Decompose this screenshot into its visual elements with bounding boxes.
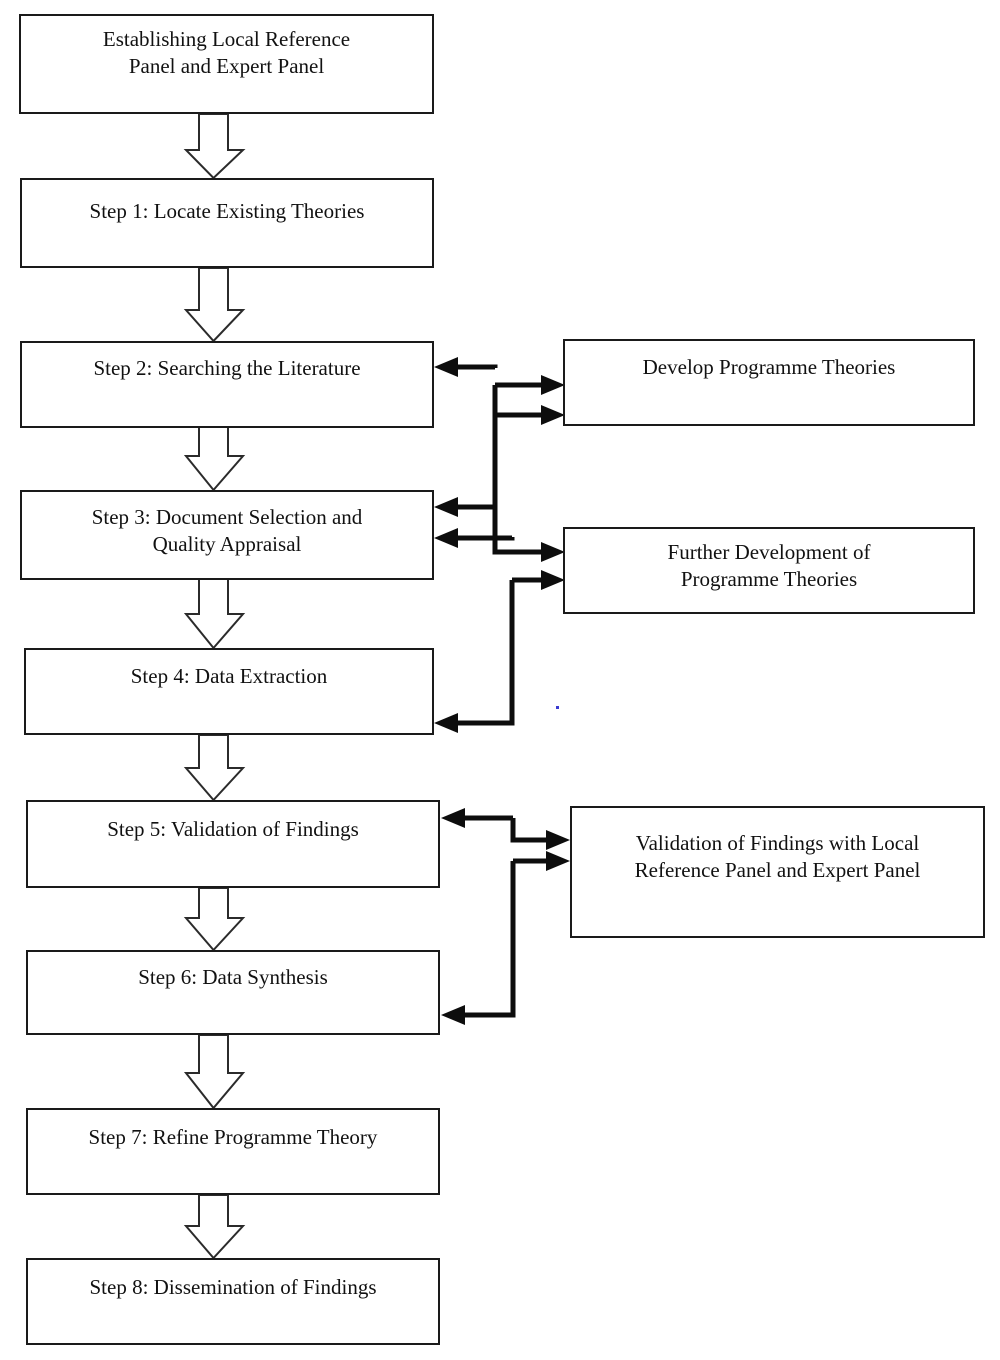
node-step5[interactable]: Step 5: Validation of Findings <box>26 800 440 888</box>
block-arrow-step6-to-step7 <box>183 1034 246 1110</box>
node-validate-line2: Reference Panel and Expert Panel <box>634 857 921 882</box>
block-arrow-step7-to-step8 <box>183 1194 246 1260</box>
node-develop-programme-theories[interactable]: Develop Programme Theories <box>563 339 975 426</box>
node-step7[interactable]: Step 7: Refine Programme Theory <box>26 1108 440 1195</box>
node-validate-line1: Validation of Findings with Local <box>635 831 920 855</box>
connector-trunk-develop-to-step3 <box>434 385 498 517</box>
node-step3[interactable]: Step 3: Document Selection and Quality A… <box>20 490 434 580</box>
node-step2-label: Step 2: Searching the Literature <box>93 356 361 380</box>
node-further-development[interactable]: Further Development of Programme Theorie… <box>563 527 975 614</box>
node-validation-of-findings[interactable]: Validation of Findings with Local Refere… <box>570 806 985 938</box>
node-further-line1: Further Development of <box>667 540 871 564</box>
connector-further-to-step3 <box>434 528 515 548</box>
connector-step3-to-further <box>492 507 565 562</box>
connector-step5-to-validation <box>510 818 570 850</box>
connector-further-to-step4 <box>434 580 515 733</box>
node-step1-label: Step 1: Locate Existing Theories <box>89 199 365 223</box>
node-develop-label: Develop Programme Theories <box>642 355 896 379</box>
node-step8-label: Step 8: Dissemination of Findings <box>89 1275 377 1299</box>
node-step4-label: Step 4: Data Extraction <box>130 664 328 688</box>
node-setup-line2: Panel and Expert Panel <box>128 53 325 78</box>
connector-validation-to-step5 <box>441 808 513 828</box>
node-setup[interactable]: Establishing Local Reference Panel and E… <box>19 14 434 114</box>
block-arrow-step5-to-step6 <box>183 887 246 952</box>
node-step1[interactable]: Step 1: Locate Existing Theories <box>20 178 434 268</box>
node-step4[interactable]: Step 4: Data Extraction <box>24 648 434 735</box>
node-step3-line2: Quality Appraisal <box>152 531 302 556</box>
block-arrow-step3-to-step4 <box>183 577 246 650</box>
node-setup-line1: Establishing Local Reference <box>102 27 351 51</box>
connector-step5-to-validation-secondary <box>513 851 570 871</box>
connector-step2-to-develop <box>495 375 565 395</box>
node-step5-label: Step 5: Validation of Findings <box>107 817 359 841</box>
node-step6-label: Step 6: Data Synthesis <box>138 965 328 989</box>
node-step7-label: Step 7: Refine Programme Theory <box>88 1125 378 1149</box>
node-further-line2: Programme Theories <box>680 566 858 591</box>
connector-step3-to-further-secondary <box>512 570 565 590</box>
node-step8[interactable]: Step 8: Dissemination of Findings <box>26 1258 440 1345</box>
node-step6[interactable]: Step 6: Data Synthesis <box>26 950 440 1035</box>
node-step2[interactable]: Step 2: Searching the Literature <box>20 341 434 428</box>
connector-step2-to-develop-secondary <box>495 405 565 425</box>
connector-develop-to-step2 <box>434 357 498 377</box>
node-step3-line1: Step 3: Document Selection and <box>91 505 363 529</box>
block-arrow-step1-to-step2 <box>183 267 246 343</box>
scan-artifact-dot <box>556 706 559 709</box>
block-arrow-setup-to-step1 <box>183 113 246 180</box>
block-arrow-step4-to-step5 <box>183 734 246 802</box>
connector-validation-to-step6 <box>441 861 516 1025</box>
